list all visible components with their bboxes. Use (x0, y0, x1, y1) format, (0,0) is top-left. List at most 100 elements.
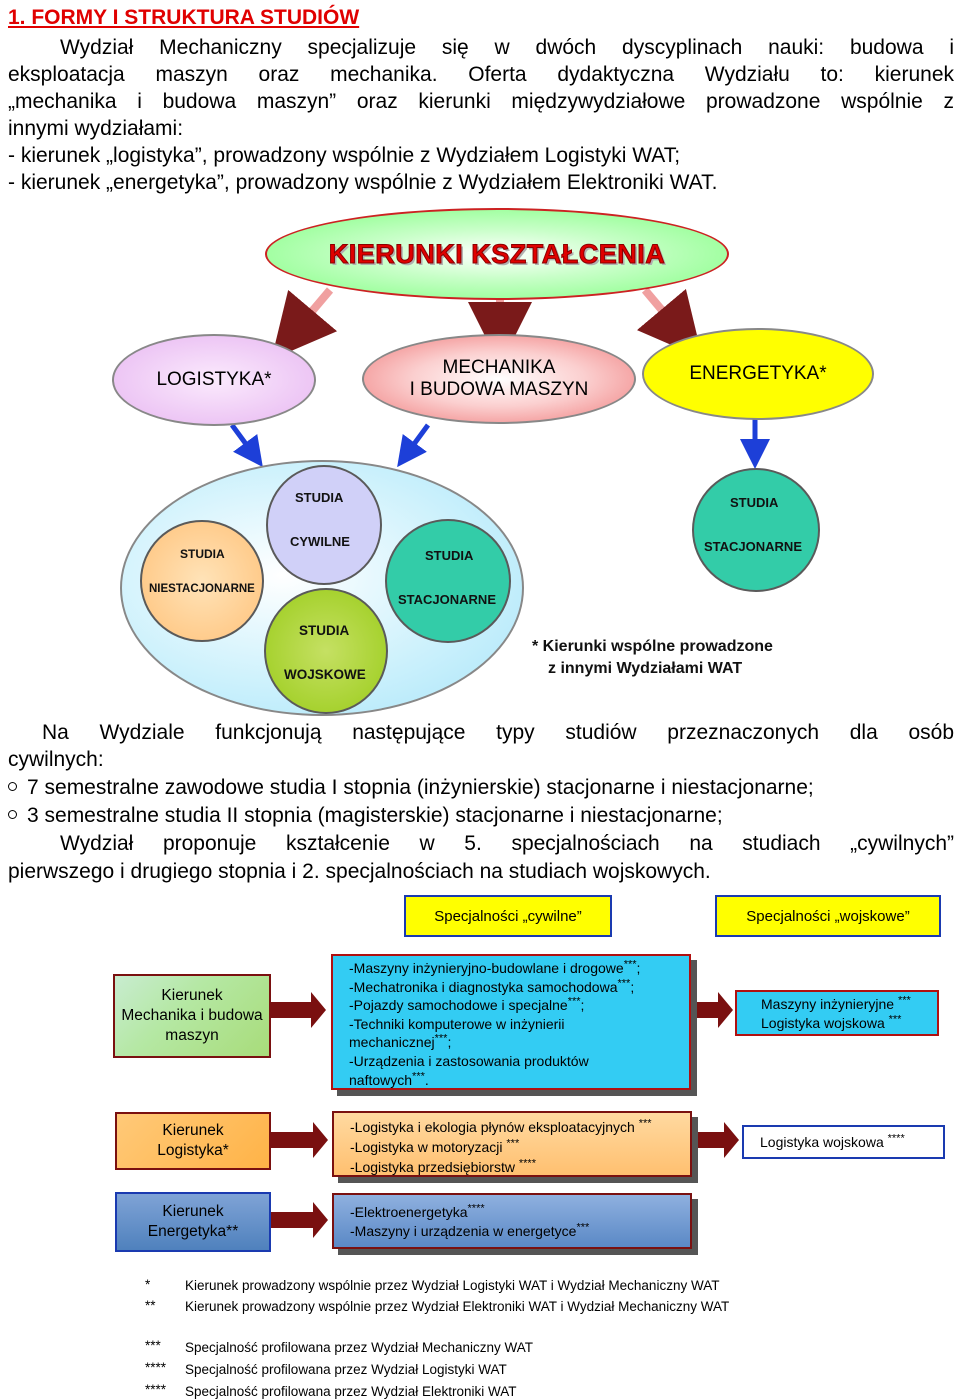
arrow-log-to-civil (271, 1122, 328, 1158)
legend-text-2: Kierunek prowadzony wspólnie przez Wydzi… (185, 1299, 730, 1314)
bullet-text-2: 3 semestralne studia II stopnia (magiste… (27, 804, 723, 827)
civil-specialties-logistyka-box: -Logistyka i ekologia płynów eksploatacy… (332, 1111, 692, 1177)
kierunek-energetyka-box: Kierunek Energetyka** (115, 1192, 271, 1252)
bullet-icon (8, 781, 17, 791)
military-log-list: Logistyka wojskowa **** (760, 1133, 905, 1152)
specialty-end: ; (636, 960, 641, 976)
kierunek-mechanika-line-1: Kierunek (161, 987, 223, 1004)
legend-text-5: Specjalność profilowana przez Wydział El… (185, 1384, 517, 1399)
specialty-line: -Elektroenergetyka**** (350, 1203, 589, 1222)
niestacjonarne-label: NIESTACJONARNE (149, 583, 255, 595)
studia-label: STUDIA (730, 495, 779, 510)
specialty-text: -Mechatronika i diagnostyka samochodowa (349, 978, 618, 995)
civil-energ-list: -Elektroenergetyka****-Maszyny i urządze… (350, 1203, 589, 1240)
specialty-stars: *** (623, 958, 637, 971)
specialty-text: mechanicznej (349, 1034, 435, 1051)
joint-note-line-2: z innymi Wydziałami WAT (548, 660, 743, 677)
intro-line-2: eksploatacja maszyn oraz mechanika. Ofer… (8, 63, 954, 86)
arrow-mech-to-civil (271, 992, 326, 1028)
legend-text-1: Kierunek prowadzony wspólnie przez Wydzi… (185, 1278, 720, 1293)
body-line-2: cywilnych: (8, 748, 104, 771)
specialty-line: Maszyny inżynieryjne *** (761, 995, 911, 1014)
legend-mark-5: **** (145, 1382, 167, 1397)
specialty-text: Logistyka wojskowa (761, 1014, 889, 1031)
arrow-logistyka-down (229, 423, 263, 468)
body-line-3: Wydział proponuje kształcenie w 5. specj… (60, 832, 954, 855)
specialty-stars: *** (888, 1012, 902, 1025)
bullet-text-1: 7 semestralne zawodowe studia I stopnia … (27, 776, 814, 799)
mechanika-ellipse: MECHANIKA I BUDOWA MASZYN (362, 334, 636, 424)
specialty-text: Maszyny inżynieryjne (761, 996, 898, 1012)
arrow-mechanika-down (397, 423, 431, 468)
studia-niestacjonarne-circle (140, 520, 264, 642)
specialty-line: -Techniki komputerowe w inżynierii (349, 1015, 640, 1034)
specialty-line: Logistyka wojskowa *** (761, 1012, 911, 1033)
civil-specialties-energetyka-box: -Elektroenergetyka****-Maszyny i urządze… (332, 1193, 692, 1249)
intro-line-6: - kierunek „energetyka”, prowadzony wspó… (8, 171, 718, 194)
kierunek-logistyka-box: Kierunek Logistyka* (115, 1112, 271, 1170)
specialty-line: -Logistyka przedsiębiorstw **** (350, 1157, 652, 1177)
specialty-line: -Maszyny i urządzenia w energetyce*** (350, 1221, 589, 1241)
civil-log-list: -Logistyka i ekologia płynów eksploatacy… (350, 1117, 652, 1177)
studia-stacjonarne-circle (385, 519, 511, 643)
specialty-stars: **** (518, 1157, 536, 1170)
kierunek-energetyka-line-2: Energetyka** (147, 1223, 239, 1240)
specialty-stars: *** (412, 1069, 425, 1082)
logistyka-ellipse: LOGISTYKA* (112, 334, 316, 426)
mechanika-label-2: I BUDOWA MASZYN (409, 379, 589, 400)
body-line-4: pierwszego i drugiego stopnia i 2. specj… (8, 860, 711, 883)
studia-cywilne-circle (266, 465, 382, 585)
specialty-end: ; (580, 997, 585, 1014)
legend-mark-1: * (145, 1277, 151, 1292)
civil-mech-list: -Maszyny inżynieryjno-budowlane i drogow… (349, 959, 640, 1089)
intro-line-3: „mechanika i budowa maszyn” oraz kierunk… (8, 90, 954, 113)
specialty-line: -Mechatronika i diagnostyka samochodowa*… (349, 976, 640, 997)
specialty-stars: *** (897, 994, 911, 1007)
specialty-stars: *** (506, 1137, 520, 1150)
specialty-stars: *** (617, 976, 631, 989)
mechanika-label-1: MECHANIKA (442, 357, 556, 378)
legend-text-3: Specjalność profilowana przez Wydział Me… (185, 1340, 534, 1355)
body-line-1: Na Wydziale funkcjonują następujące typy… (42, 721, 954, 744)
specialty-line: -Logistyka i ekologia płynów eksploatacy… (350, 1117, 652, 1137)
specialty-text: -Pojazdy samochodowe i specjalne (349, 997, 568, 1014)
specialty-line: -Maszyny inżynieryjno-budowlane i drogow… (349, 959, 640, 978)
specialty-end: . (424, 1071, 429, 1088)
studia-label: STUDIA (180, 547, 225, 561)
cywilne-label: CYWILNE (290, 534, 350, 549)
specialty-stars: **** (467, 1202, 485, 1215)
kierunki-ksztalcenia-ellipse: KIERUNKI KSZTAŁCENIA (265, 208, 729, 300)
specialty-stars: *** (638, 1117, 652, 1130)
arrow-civil-to-military (692, 992, 733, 1028)
studia-label: STUDIA (425, 548, 474, 563)
specialty-stars: *** (567, 995, 581, 1008)
studia-label: STUDIA (299, 623, 350, 638)
specialty-text: -Maszyny i urządzenia w energetyce (350, 1222, 577, 1239)
specialty-stars: *** (434, 1032, 448, 1045)
kierunek-energetyka-line-1: Kierunek (162, 1203, 224, 1220)
specialty-line: naftowych***. (349, 1069, 640, 1090)
specialty-text: -Logistyka i ekologia płynów eksploatacy… (350, 1119, 639, 1135)
kierunki-ksztalcenia-title: KIERUNKI KSZTAŁCENIA (328, 238, 666, 269)
kierunek-logistyka-line-2: Logistyka* (157, 1142, 229, 1159)
military-specialties-logistyka-box: Logistyka wojskowa **** (742, 1125, 945, 1159)
specialty-text: -Urządzenia i zastosowania produktów (349, 1052, 589, 1069)
section-heading: 1. FORMY I STRUKTURA STUDIÓW (8, 6, 360, 29)
joint-note-line-1: * Kierunki wspólne prowadzone (532, 638, 773, 655)
legend-mark-4: **** (145, 1360, 167, 1375)
arrow-to-energetyka (636, 287, 703, 359)
header-civil-specialties: Specjalności „cywilne” (404, 895, 612, 937)
bullet-item-1: 7 semestralne zawodowe studia I stopnia … (8, 774, 814, 801)
specialty-end: ; (630, 978, 635, 995)
civil-specialties-mechanika-box: -Maszyny inżynieryjno-budowlane i drogow… (331, 954, 691, 1090)
energetyka-label: ENERGETYKA* (689, 363, 827, 384)
stacjonarne-label: STACJONARNE (704, 539, 802, 554)
bullet-item-2: 3 semestralne studia II stopnia (magiste… (8, 802, 723, 829)
energetyka-ellipse: ENERGETYKA* (642, 328, 874, 420)
legend-text-4: Specjalność profilowana przez Wydział Lo… (185, 1362, 507, 1377)
military-mech-list: Maszyny inżynieryjne ***Logistyka wojsko… (761, 995, 911, 1032)
studia-wojskowe-circle (264, 588, 388, 714)
military-specialties-mechanika-box: Maszyny inżynieryjne ***Logistyka wojsko… (735, 990, 939, 1036)
intro-line-5: - kierunek „logistyka”, prowadzony wspól… (8, 144, 681, 167)
specialty-stars: **** (887, 1132, 905, 1145)
